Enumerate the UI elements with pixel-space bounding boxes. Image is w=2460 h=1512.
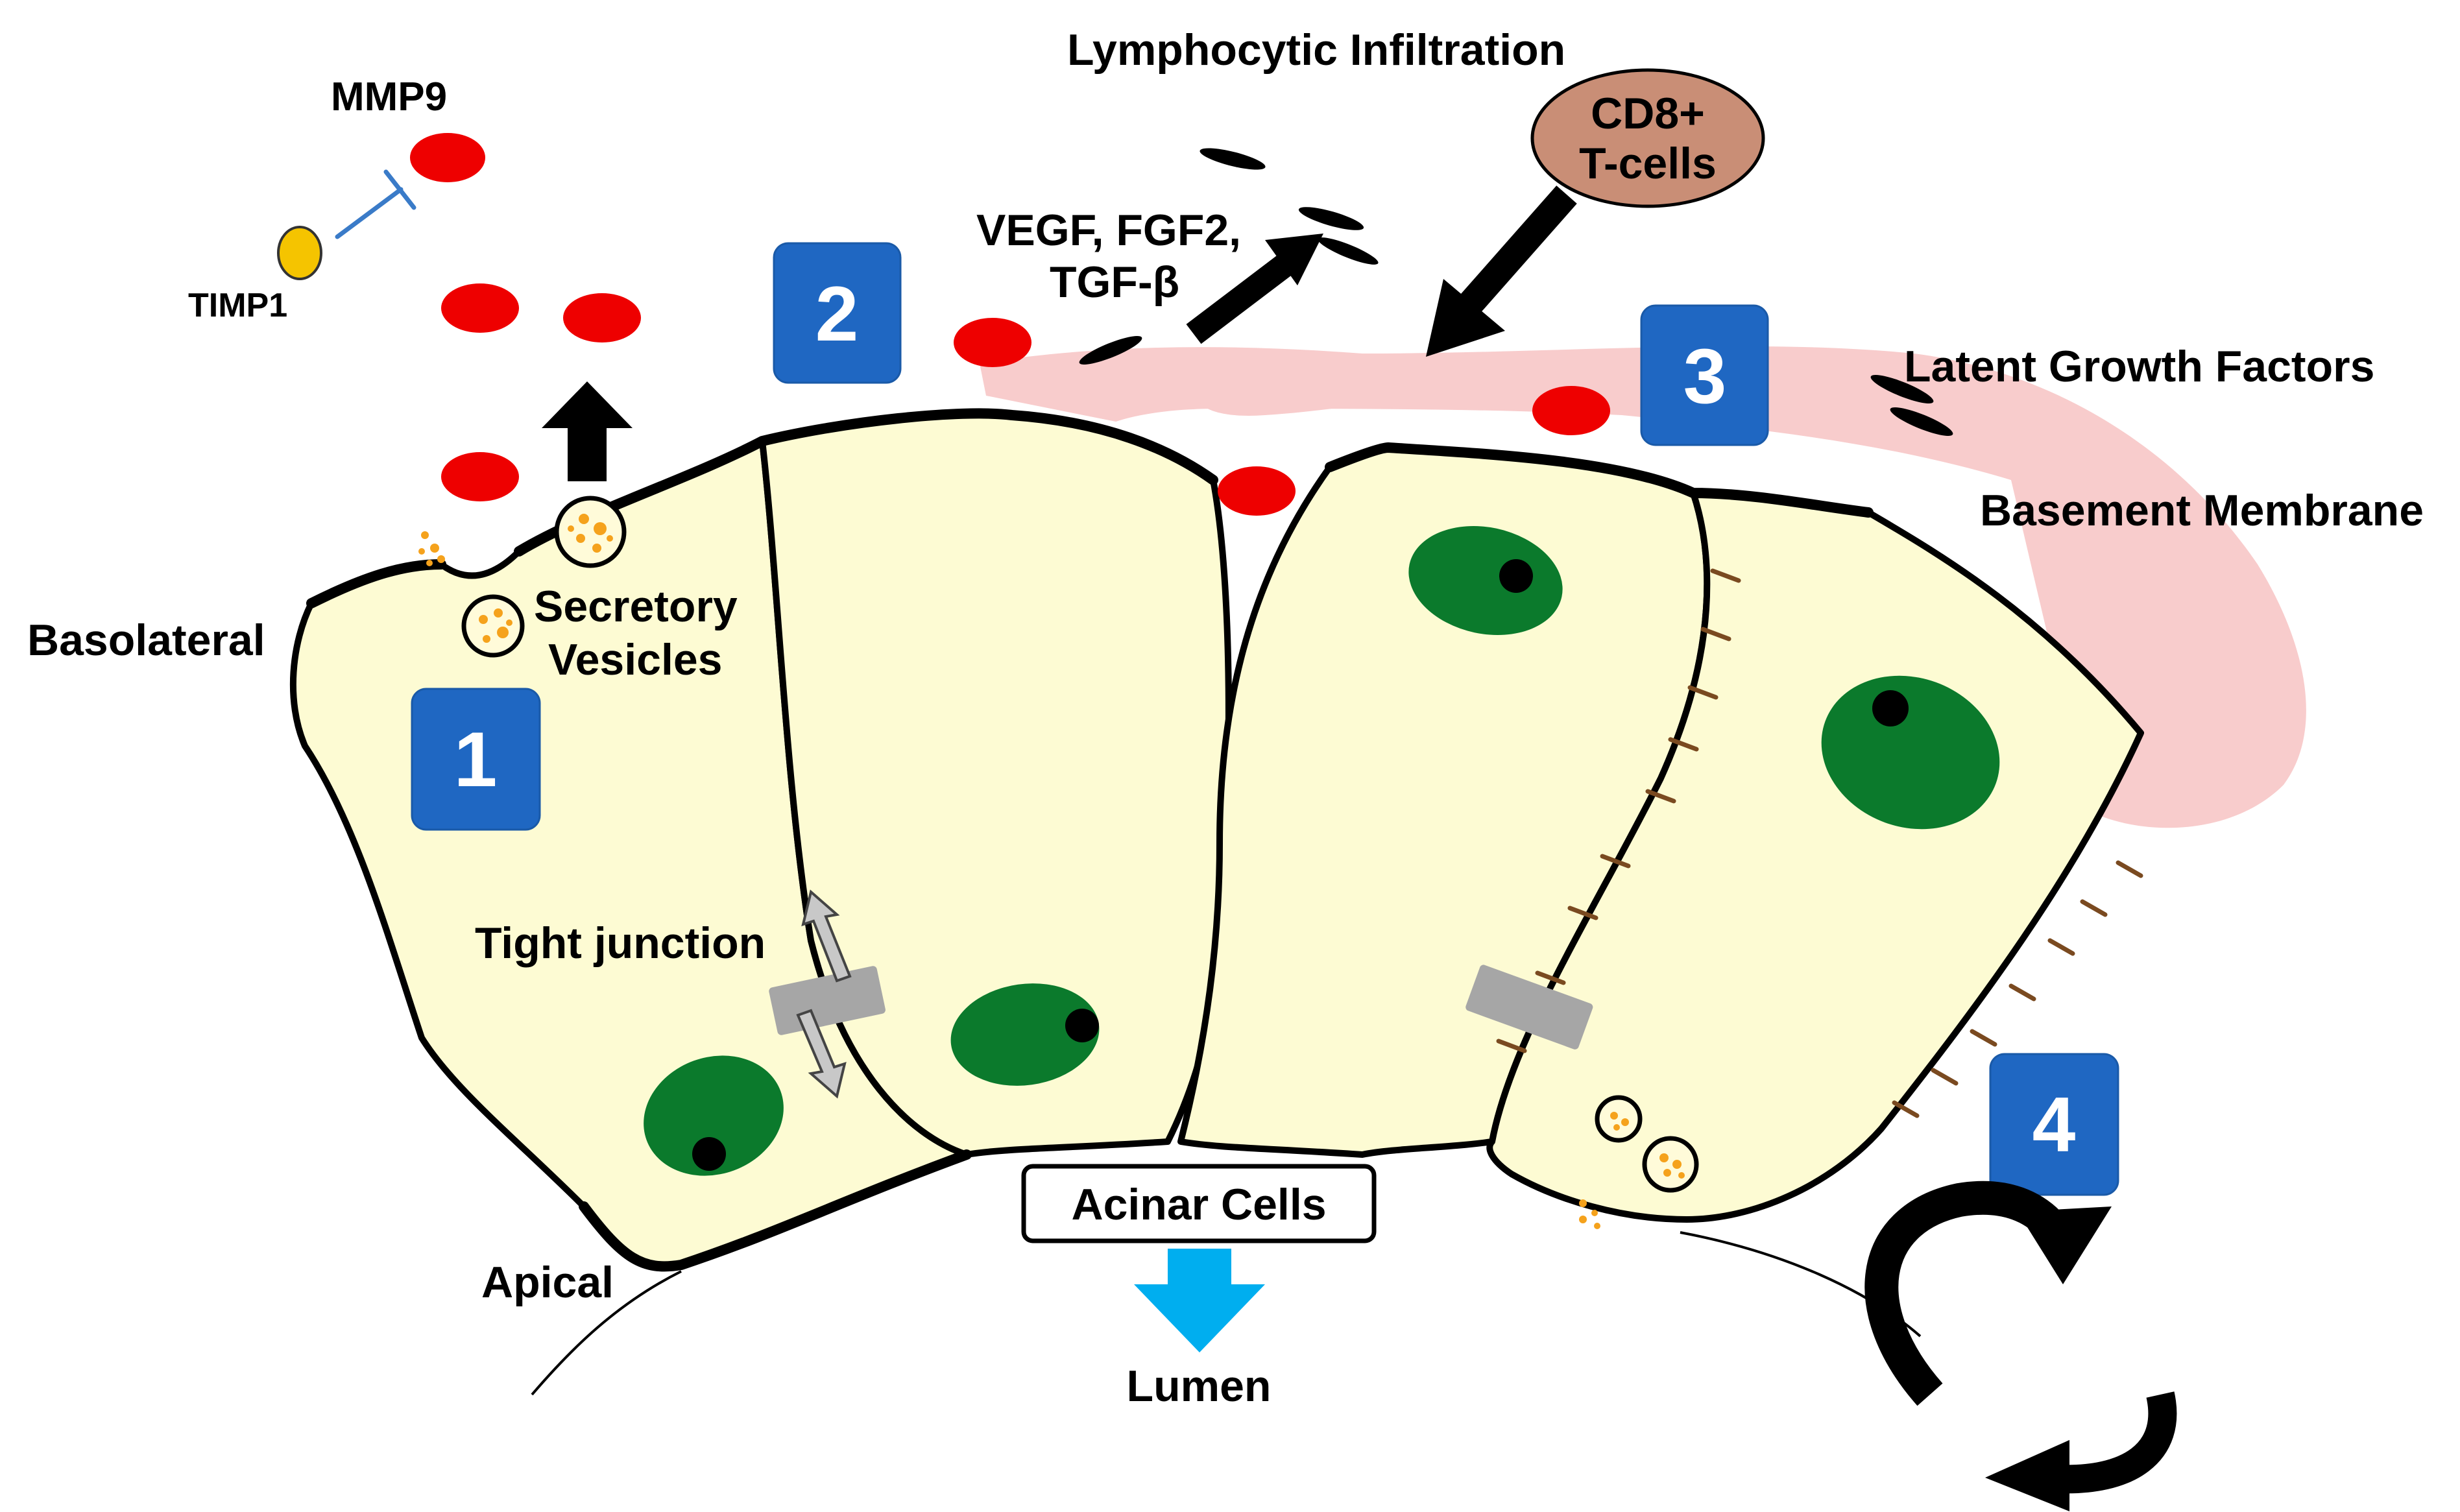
acinar-cell-4 bbox=[1486, 490, 2144, 1223]
inhibition-symbol bbox=[335, 169, 416, 239]
latent-growth-factors-label: Latent Growth Factors bbox=[1904, 342, 2374, 391]
secretory-vesicle bbox=[554, 496, 627, 568]
latent-growth-factor bbox=[1890, 407, 1953, 436]
apical-membrane bbox=[579, 1149, 972, 1272]
tcells-label-line1: CD8+ bbox=[1591, 89, 1705, 138]
secretory-dots-released bbox=[1579, 1199, 1600, 1229]
acinar-cells-label: Acinar Cells bbox=[1071, 1180, 1326, 1229]
mmp9-molecule bbox=[1532, 386, 1610, 435]
nucleus-cell-4 bbox=[1821, 675, 2000, 830]
growth-factors-label-line2: TGF-β bbox=[1050, 258, 1179, 307]
lumen-arrow bbox=[1134, 1249, 1265, 1352]
badge-2: 2 bbox=[773, 242, 902, 384]
tight-junction-right bbox=[1465, 965, 1593, 1050]
secretory-vesicle bbox=[1642, 1136, 1699, 1193]
tight-junction-label: Tight junction bbox=[475, 918, 766, 968]
svg-text:1: 1 bbox=[454, 716, 498, 803]
svg-text:3: 3 bbox=[1683, 333, 1727, 420]
tcell-infiltration-arrow bbox=[1426, 186, 1577, 357]
latent-growth-factor bbox=[1298, 207, 1364, 230]
lumen-label: Lumen bbox=[1127, 1362, 1272, 1411]
cd8-tcell-ellipse-icon bbox=[1530, 68, 1765, 208]
badge-3: 3 bbox=[1640, 304, 1769, 446]
secretory-vesicle bbox=[1595, 1095, 1643, 1143]
secretory-dots-released bbox=[418, 531, 445, 566]
mmp9-molecule bbox=[563, 293, 641, 342]
timp1-molecule bbox=[277, 226, 322, 280]
latent-growth-factor bbox=[1200, 148, 1266, 170]
secretory-label-line1: Secretory bbox=[534, 582, 738, 631]
secretory-vesicle bbox=[461, 594, 525, 658]
latent-growth-factor bbox=[1079, 336, 1142, 365]
mmp9-molecule bbox=[954, 318, 1031, 367]
basement-membrane-tail bbox=[1194, 358, 1492, 416]
nucleus-cell-3 bbox=[1408, 526, 1563, 635]
acinar-cells-box bbox=[1021, 1164, 1377, 1243]
basolateral-membrane-right bbox=[1325, 442, 1874, 518]
latent-growth-factor bbox=[1318, 237, 1379, 265]
timp1-label: TIMP1 bbox=[188, 287, 287, 324]
latent-growth-factor bbox=[1870, 375, 1934, 403]
nucleus-cell-1 bbox=[644, 1055, 784, 1176]
basement-membrane bbox=[980, 346, 2306, 828]
svg-text:2: 2 bbox=[815, 270, 859, 357]
basolateral-label: Basolateral bbox=[27, 616, 265, 665]
mmp9-label: MMP9 bbox=[331, 75, 447, 119]
mmp9-molecule bbox=[441, 452, 519, 501]
junction-ticks-cell3-4 bbox=[1496, 568, 1741, 1053]
secretion-arrow bbox=[542, 381, 633, 481]
mmp9-molecule bbox=[441, 283, 519, 333]
secretory-label-line2: Vesicles bbox=[548, 635, 722, 684]
svg-text:4: 4 bbox=[2032, 1081, 2076, 1168]
mmp9-molecule bbox=[410, 133, 485, 182]
growth-factor-release-arrow bbox=[1186, 234, 1323, 344]
tcells-label-line2: T-cells bbox=[1579, 139, 1717, 188]
lumen-line-left bbox=[531, 1270, 682, 1396]
tight-junction-icon bbox=[769, 889, 886, 1099]
junction-ticks-cell4-edge bbox=[1892, 860, 2143, 1118]
badge-1: 1 bbox=[411, 688, 541, 831]
lymphocytic-infiltration-label: Lymphocytic Infiltration bbox=[1067, 25, 1565, 75]
badge-4: 4 bbox=[1989, 1053, 2119, 1196]
growth-factors-label-line1: VEGF, FGF2, bbox=[976, 206, 1241, 255]
nucleus-cell-2 bbox=[950, 983, 1100, 1086]
basement-membrane-label: Basement Membrane bbox=[1980, 486, 2424, 535]
apical-label: Apical bbox=[481, 1258, 614, 1307]
rotation-arrows-icon bbox=[1864, 1181, 2177, 1511]
mmp9-molecule bbox=[1218, 466, 1296, 516]
